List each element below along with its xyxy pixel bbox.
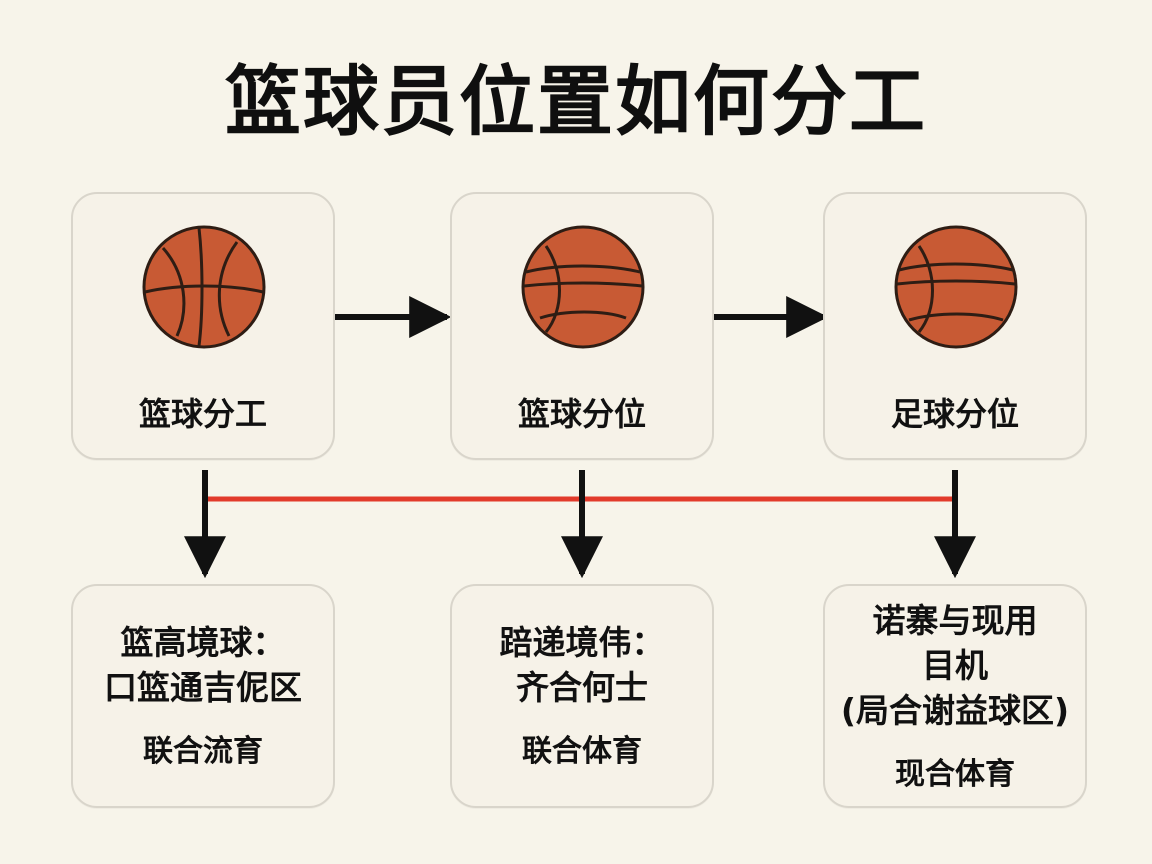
page-title: 篮球员位置如何分工 (225, 57, 927, 146)
top-card-label: 足球分位 (890, 395, 1019, 433)
bottom-card-3: 诺寨与现用 目机 (局合谢益球区) 现合体育 (823, 584, 1087, 808)
bottom-card-line: 口篮通吉伲区 (104, 668, 302, 707)
bottom-card-subtitle: 联合体育 (522, 734, 642, 769)
top-card-1: 篮球分工 (71, 192, 335, 460)
bottom-card-2: 踣递境伟： 齐合何士 联合体育 (450, 584, 714, 808)
top-card-3: 足球分位 (823, 192, 1087, 460)
top-card-label: 篮球分工 (138, 395, 267, 433)
bottom-card-line: 目机 (922, 645, 988, 685)
basketball-icon (894, 225, 1018, 349)
bottom-card-content: 诺寨与现用 目机 (局合谢益球区) 现合体育 (825, 586, 1085, 806)
bottom-card-subtitle: 联合流育 (143, 734, 263, 769)
bottom-card-line: 篮高境球： (120, 623, 286, 662)
top-card-label: 篮球分位 (517, 395, 646, 433)
bottom-card-subtitle: 现合体育 (895, 756, 1015, 792)
bottom-card-line: 踣递境伟： (499, 623, 665, 662)
basketball-icon (142, 225, 266, 349)
bottom-card-line: 诺寨与现用 (872, 600, 1038, 640)
bottom-card-content: 篮高境球： 口篮通吉伲区 联合流育 (73, 586, 333, 806)
top-card-2: 篮球分位 (450, 192, 714, 460)
bottom-card-line: (局合谢益球区) (840, 690, 1070, 730)
bottom-card-line: 齐合何士 (516, 668, 648, 707)
bottom-card-1: 篮高境球： 口篮通吉伲区 联合流育 (71, 584, 335, 808)
basketball-icon (521, 225, 645, 349)
bottom-card-content: 踣递境伟： 齐合何士 联合体育 (452, 586, 712, 806)
